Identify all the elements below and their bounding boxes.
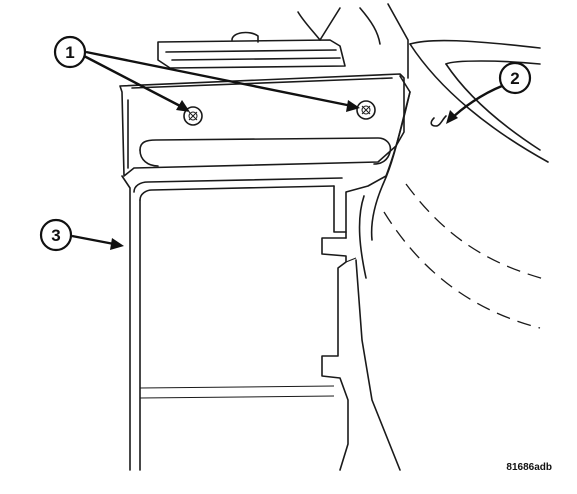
door-opening-outline (383, 39, 549, 329)
callout-3-label: 3 (51, 226, 60, 245)
callout-2: 2 (446, 61, 532, 124)
callout-2-label: 2 (510, 69, 519, 88)
figure-id: 81686adb (506, 462, 552, 473)
screw-right (356, 100, 376, 120)
console-side-edge (321, 75, 411, 471)
mounting-bracket (119, 73, 405, 177)
upper-trim-strip (157, 3, 409, 79)
callout-1-label: 1 (65, 43, 74, 62)
trim-panel (121, 175, 343, 471)
screw-left (183, 106, 203, 126)
callout-3: 3 (39, 218, 124, 252)
retaining-clip (430, 115, 447, 127)
callout-1: 1 (53, 35, 360, 112)
